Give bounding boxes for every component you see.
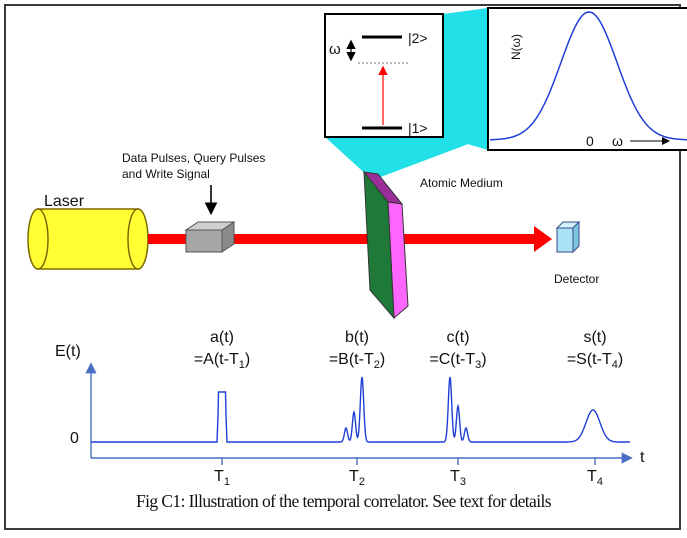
signal-axis-label: E(t) bbox=[55, 343, 81, 360]
spectrum-omega: ω bbox=[612, 133, 623, 149]
laser-label: Laser bbox=[44, 193, 85, 210]
figure-caption: Fig C1: Illustration of the temporal cor… bbox=[136, 491, 552, 511]
spectrum-ylabel: N(ω) bbox=[509, 34, 523, 60]
time-tick-label: T3 bbox=[450, 468, 466, 488]
spectrum-curve bbox=[489, 11, 687, 141]
signal-name: a(t) bbox=[210, 329, 234, 346]
detector-box bbox=[555, 220, 581, 254]
detector-label: Detector bbox=[554, 272, 599, 286]
spectrum-zero: 0 bbox=[586, 133, 594, 149]
signal-expression: =B(t-T2) bbox=[329, 351, 385, 371]
beam-segment-out bbox=[400, 234, 536, 244]
pulses-label-line2: and Write Signal bbox=[122, 167, 210, 181]
signal-expression: =S(t-T4) bbox=[567, 351, 623, 371]
signal-name: b(t) bbox=[345, 329, 369, 346]
signal-labels: a(t) =A(t-T1) b(t) =B(t-T2) c(t) =C(t-T3) s(t)… bbox=[194, 329, 623, 371]
time-tick-label: T1 bbox=[214, 468, 230, 488]
signal-name: c(t) bbox=[446, 329, 469, 346]
zoom-projection-right bbox=[443, 8, 488, 150]
time-axis-label: t bbox=[640, 449, 645, 466]
modulator-box bbox=[184, 221, 236, 253]
level-2-label: |2> bbox=[408, 30, 428, 46]
time-tick-label: T2 bbox=[349, 468, 365, 488]
spectrum-inset bbox=[487, 7, 687, 151]
zoom-projection bbox=[325, 137, 487, 178]
beam-segment-laser bbox=[148, 234, 188, 244]
signal-expression: =A(t-T1) bbox=[194, 351, 250, 371]
atomic-medium bbox=[362, 170, 409, 320]
time-ticks: T1 T2 T3 T4 bbox=[214, 458, 603, 488]
atomic-medium-label: Atomic Medium bbox=[420, 176, 503, 190]
signal-name: s(t) bbox=[583, 329, 606, 346]
omega-label: ω bbox=[329, 41, 341, 58]
pulses-label-line1: Data Pulses, Query Pulses bbox=[122, 151, 265, 165]
beam-arrowhead bbox=[534, 226, 552, 252]
beam-segment-mid bbox=[234, 234, 370, 244]
energy-level-inset bbox=[324, 13, 444, 138]
level-1-label: |1> bbox=[408, 120, 428, 136]
signal-trace bbox=[91, 376, 630, 443]
time-tick-label: T4 bbox=[587, 468, 603, 488]
signal-zero-label: 0 bbox=[70, 430, 79, 447]
figure-frame bbox=[4, 4, 681, 530]
signal-expression: =C(t-T3) bbox=[429, 351, 486, 371]
laser-cylinder bbox=[27, 208, 149, 270]
